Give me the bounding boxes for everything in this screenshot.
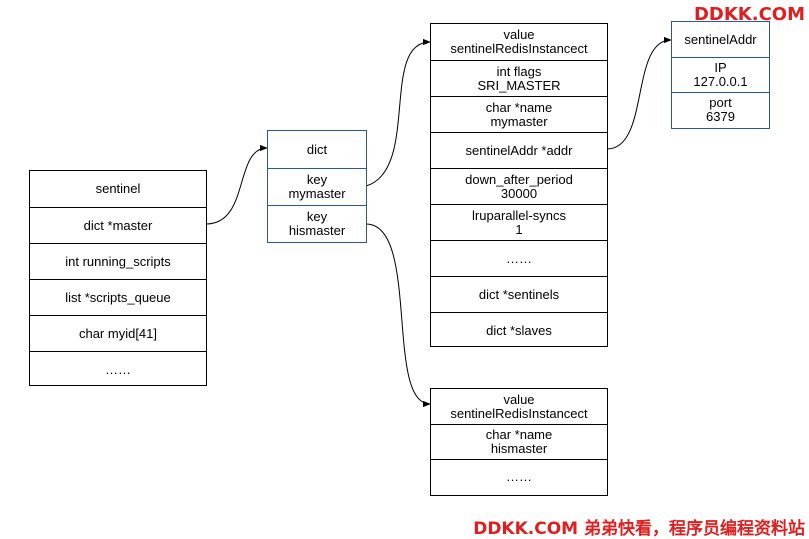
row-text: sentinel xyxy=(95,181,141,196)
sentinel-struct-row: list *scripts_queue xyxy=(30,279,206,315)
row-text: sentinelRedisInstancect xyxy=(450,41,588,56)
row-text: list *scripts_queue xyxy=(65,289,171,305)
mymaster-instance-row: dict *slaves xyxy=(431,312,607,348)
hismaster-instance-row: …… xyxy=(431,459,607,494)
row-text: …… xyxy=(105,361,131,377)
row-text: sentinelRedisInstancect xyxy=(450,405,588,421)
arrow-mymaster-to-instance xyxy=(365,38,431,187)
row-text: dict xyxy=(306,141,328,157)
row-text: key xyxy=(306,172,328,187)
row-text: 30000 xyxy=(500,185,538,201)
row-text: …… xyxy=(506,469,532,484)
row-text: lruparallel-syncs xyxy=(472,207,566,223)
watermark-bottom: DDKK.COM 弟弟快看，程序员编程资料站 xyxy=(473,519,805,539)
sentinel-struct-row: …… xyxy=(30,351,206,387)
mymaster-instance-row: …… xyxy=(431,240,607,276)
arrow-master-to-dict xyxy=(205,144,268,225)
sentinel-struct-row: char myid[41] xyxy=(30,315,206,351)
row-text: int running_scripts xyxy=(65,253,171,269)
row-text: char *name xyxy=(485,427,553,442)
row-text: dict *sentinels xyxy=(478,286,560,302)
row-text: SRI_MASTER xyxy=(477,77,561,93)
row-text: key xyxy=(306,209,328,224)
arrow-hismaster-to-instance xyxy=(365,223,431,408)
sentinel-struct-row: int running_scripts xyxy=(30,243,206,279)
row-text: hismaster xyxy=(288,223,346,238)
mymaster-instance-row: sentinelAddr *addr xyxy=(431,132,607,168)
row-text: value xyxy=(503,27,535,42)
row-text: dict *slaves xyxy=(486,322,552,338)
row-text: sentinelAddr xyxy=(684,31,757,47)
watermark-top: DDKK.COM xyxy=(693,4,805,25)
row-text: port xyxy=(709,95,732,110)
row-text: IP xyxy=(714,60,727,75)
row-text: down_after_period xyxy=(465,171,573,187)
row-text: value xyxy=(503,391,535,407)
mymaster-instance-row: dict *sentinels xyxy=(431,276,607,312)
row-text: 1 xyxy=(515,221,523,237)
row-text: 6379 xyxy=(706,109,735,124)
row-text: char *name xyxy=(485,99,553,115)
sentinel-addr-row: sentinelAddr xyxy=(672,22,769,57)
row-text: hismaster xyxy=(490,441,548,456)
row-text: mymaster xyxy=(288,186,346,201)
row-text: 127.0.0.1 xyxy=(693,74,748,89)
sentinel-struct-row: dict *master xyxy=(30,207,206,243)
row-text: sentinelAddr *addr xyxy=(465,142,573,158)
sentinel-struct-row: sentinel xyxy=(30,171,206,207)
row-text: mymaster xyxy=(490,113,548,129)
arrow-addr-to-sentineladdr xyxy=(606,36,672,150)
row-text: …… xyxy=(506,250,532,266)
dict-row: dict xyxy=(268,131,366,168)
row-text: int flags xyxy=(496,63,542,79)
row-text: char myid[41] xyxy=(78,325,158,341)
row-text: dict *master xyxy=(83,217,153,233)
